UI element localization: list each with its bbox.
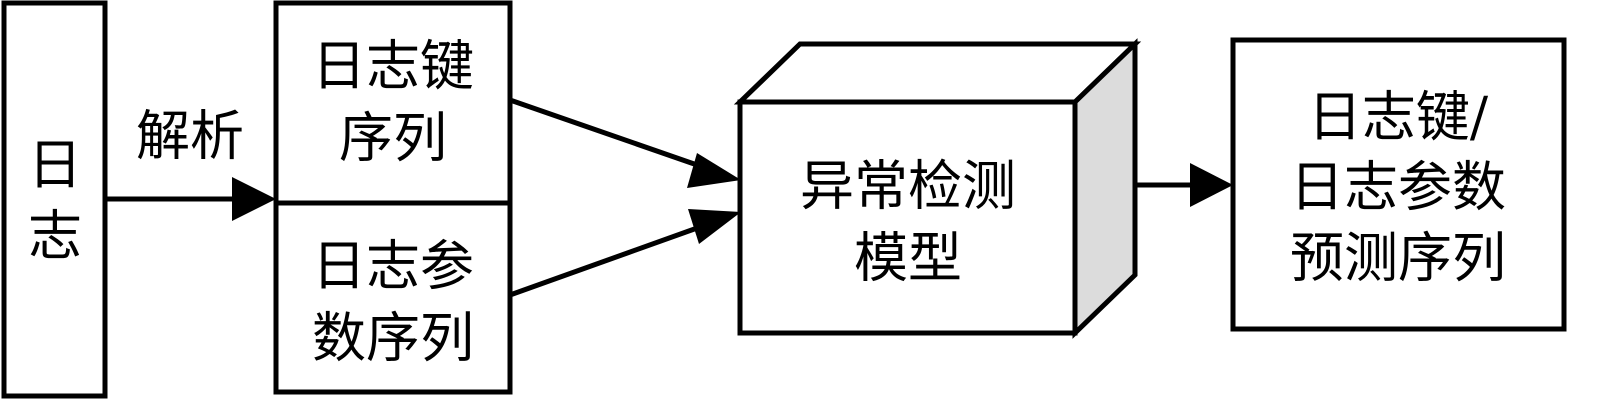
parse-label: 解析 bbox=[136, 105, 244, 168]
output-label-line-3: 预测序列 bbox=[1290, 227, 1506, 290]
key-seq-arrowhead bbox=[687, 153, 741, 188]
model-label-line-1: 异常检测 bbox=[800, 155, 1016, 218]
log-box bbox=[1, 0, 108, 399]
model-label-line-2: 模型 bbox=[854, 227, 962, 290]
model-box-front bbox=[737, 99, 1078, 336]
parse-arrowhead bbox=[232, 177, 276, 221]
log-label-line-1: 日 bbox=[28, 134, 82, 197]
output-box bbox=[1230, 37, 1567, 332]
param-seq-arrow-line bbox=[509, 224, 701, 298]
param-seq-line-2: 数序列 bbox=[312, 307, 474, 370]
param-seq-line-1: 日志参 bbox=[312, 235, 474, 298]
output-label-line-1: 日志键/ bbox=[1308, 86, 1489, 149]
key-seq-line-2: 序列 bbox=[339, 107, 447, 170]
log-label-line-2: 志 bbox=[28, 205, 82, 268]
key-seq-line-1: 日志键 bbox=[312, 35, 474, 98]
sequence-box bbox=[273, 0, 513, 395]
key-seq-arrow-line bbox=[509, 97, 701, 169]
output-label-line-2: 日志参数 bbox=[1290, 156, 1506, 219]
param-seq-arrowhead bbox=[688, 209, 741, 244]
model-box-top bbox=[733, 41, 1142, 105]
output-arrowhead bbox=[1190, 163, 1233, 207]
